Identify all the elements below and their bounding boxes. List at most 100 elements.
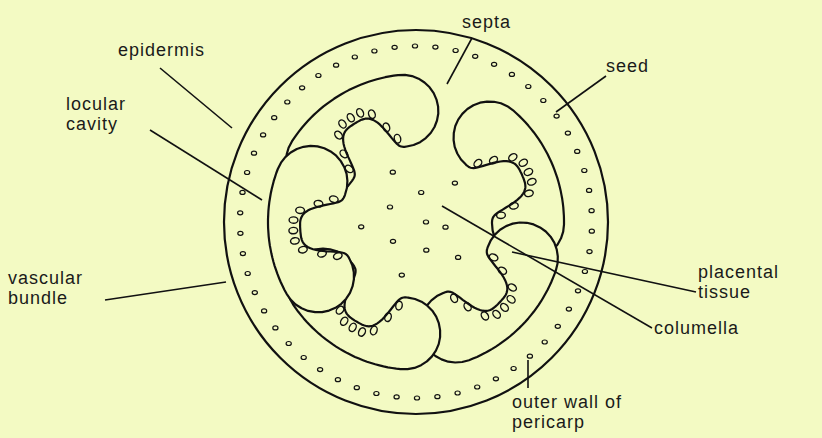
seed-symbol bbox=[507, 282, 518, 292]
vascular-bundle-dot bbox=[412, 44, 417, 48]
vascular-bundle-dot bbox=[589, 229, 594, 233]
seed-symbol bbox=[509, 202, 519, 210]
vascular-bundle-dot bbox=[334, 63, 339, 67]
seed-symbol bbox=[337, 119, 347, 130]
vascular-bundle-dot bbox=[245, 272, 250, 276]
vascular-bundle-dot bbox=[272, 116, 277, 120]
leader-line bbox=[512, 252, 696, 292]
vascular-bundle-dot bbox=[526, 85, 531, 89]
vascular-bundle-dot bbox=[352, 55, 357, 59]
seed-symbol bbox=[507, 152, 518, 162]
part-label: locular cavity bbox=[66, 94, 158, 134]
vascular-bundle-dot bbox=[555, 324, 560, 328]
vascular-bundle-dot bbox=[390, 170, 395, 174]
vascular-bundle-dot bbox=[565, 131, 570, 135]
seed-symbol bbox=[518, 158, 529, 168]
vascular-bundle-dot bbox=[435, 395, 440, 399]
seed-symbol bbox=[496, 212, 505, 219]
vascular-bundle-dot bbox=[589, 209, 594, 213]
seed-symbol bbox=[382, 122, 391, 132]
vascular-bundle-dot bbox=[541, 99, 546, 103]
part-label: placental tissue bbox=[698, 262, 816, 302]
vascular-bundle-dot bbox=[374, 392, 379, 396]
part-label: seed bbox=[606, 56, 686, 76]
leader-line bbox=[556, 76, 606, 112]
seed-symbol bbox=[333, 130, 344, 141]
seed-symbol bbox=[488, 155, 499, 165]
vascular-bundle-dot bbox=[587, 188, 592, 192]
vascular-bundle-dot bbox=[318, 368, 323, 372]
vascular-bundle-dot bbox=[262, 309, 267, 313]
seed-symbol bbox=[384, 312, 393, 322]
seed-symbol bbox=[295, 207, 304, 214]
seed-symbol bbox=[346, 112, 356, 123]
fruit-outline bbox=[224, 30, 608, 414]
vascular-bundle-dot bbox=[300, 86, 305, 90]
seed-symbol bbox=[449, 293, 459, 304]
part-label: columella bbox=[654, 318, 784, 338]
leader-line bbox=[447, 38, 472, 84]
vascular-bundle-dot bbox=[273, 326, 278, 330]
vascular-bundle-dot bbox=[582, 270, 587, 274]
vascular-bundle-dot bbox=[238, 211, 243, 215]
vascular-bundle-dot bbox=[453, 49, 458, 53]
seed-symbol bbox=[523, 167, 534, 176]
seed-symbol bbox=[355, 108, 365, 119]
vascular-bundle-dot bbox=[286, 342, 291, 346]
vascular-bundle-dot bbox=[509, 72, 514, 76]
seed-symbol bbox=[367, 109, 376, 120]
vascular-bundle-dot bbox=[335, 378, 340, 382]
seed-symbol bbox=[463, 301, 473, 312]
seed-symbol bbox=[314, 200, 324, 208]
vascular-bundle-dot bbox=[452, 181, 457, 185]
vascular-bundle-dot bbox=[575, 149, 580, 153]
vascular-bundle-dot bbox=[354, 386, 359, 390]
vascular-bundle-dot bbox=[387, 205, 392, 209]
vascular-bundle-dot bbox=[493, 377, 498, 381]
seed-symbol bbox=[497, 266, 508, 276]
vascular-bundle-dot bbox=[392, 45, 397, 49]
seed-symbol bbox=[348, 322, 358, 333]
seed-symbol bbox=[506, 294, 517, 305]
seed-symbol bbox=[289, 227, 298, 234]
seed-symbol bbox=[488, 253, 499, 262]
vascular-bundle-dot bbox=[261, 133, 266, 137]
seed-symbol bbox=[480, 310, 490, 321]
leader-line bbox=[150, 130, 262, 200]
seed-symbol bbox=[332, 251, 343, 260]
vascular-bundle-dot bbox=[511, 367, 516, 371]
vascular-bundle-dot bbox=[443, 225, 448, 229]
vascular-bundle-dot bbox=[394, 395, 399, 399]
vascular-bundle-dot bbox=[301, 356, 306, 360]
seed-symbol bbox=[329, 195, 339, 204]
vascular-bundle-dot bbox=[433, 45, 438, 49]
leader-line bbox=[105, 282, 226, 300]
vascular-bundle-dot bbox=[575, 289, 580, 293]
locules bbox=[268, 75, 564, 369]
vascular-bundle-dot bbox=[424, 248, 429, 252]
vascular-bundle-dot bbox=[238, 231, 243, 235]
seed-symbol bbox=[369, 325, 378, 336]
seed-symbol bbox=[499, 302, 510, 313]
vascular-bundle-dot bbox=[359, 225, 364, 229]
leader-line bbox=[160, 68, 232, 128]
locular-outline bbox=[420, 223, 558, 363]
leader-line bbox=[527, 360, 529, 388]
part-label: outer wall of pericarp bbox=[512, 392, 662, 432]
vascular-bundle-dot bbox=[390, 239, 395, 243]
vascular-bundle-dot bbox=[399, 273, 404, 277]
vascular-bundle-dot bbox=[240, 190, 245, 194]
vascular-bundle-dot bbox=[419, 191, 424, 195]
vascular-bundle-dot bbox=[587, 250, 592, 254]
leader-line bbox=[442, 206, 652, 328]
vascular-bundle-dot bbox=[245, 171, 250, 175]
vascular-bundle-dot bbox=[473, 54, 478, 58]
seed-symbol bbox=[395, 301, 403, 311]
seed-symbol bbox=[339, 149, 350, 160]
vascular-bundle-dot bbox=[566, 307, 571, 311]
seed-symbol bbox=[491, 309, 502, 320]
seed-symbol bbox=[524, 189, 534, 197]
seed-symbol bbox=[289, 217, 298, 224]
vascular-bundle-dot bbox=[285, 100, 290, 104]
